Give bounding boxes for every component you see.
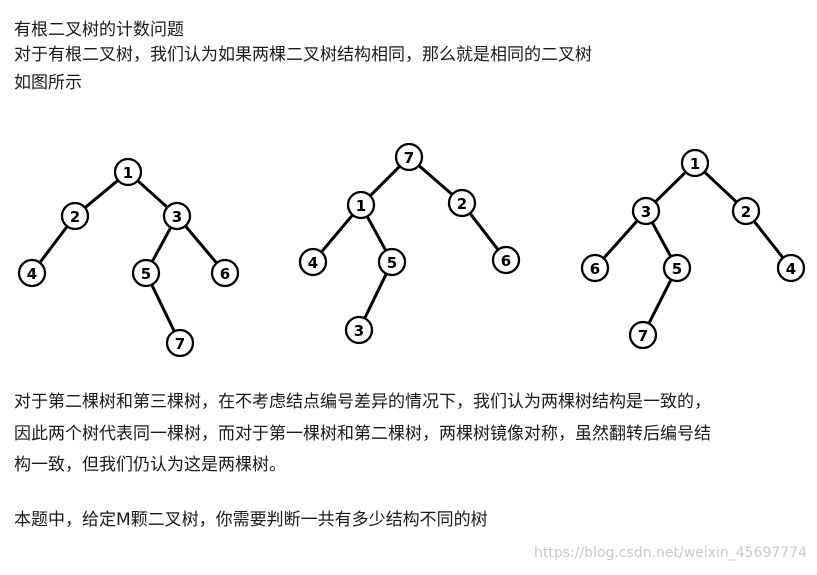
tree-node-label: 7 (638, 327, 648, 345)
tree-edge (653, 170, 688, 204)
tree-node-circle (447, 188, 477, 218)
tree-node-circle (731, 196, 761, 226)
tree-node-circle (131, 258, 161, 288)
tree-node: 3 (631, 196, 661, 226)
tree-node-label: 5 (141, 265, 151, 283)
tree-edge (647, 278, 673, 325)
tree-node: 2 (447, 188, 477, 218)
tree-edge (136, 179, 169, 209)
explanation-line-3: 构一致，但我们仍认为这是两棵树。 (14, 455, 286, 475)
tree-node-circle (394, 142, 424, 172)
tree-node-circle (60, 201, 90, 231)
tree-node-circle (631, 196, 661, 226)
tree-diagram-1: 1 2 3 4 5 6 7 (17, 157, 240, 358)
tree-node: 4 (298, 247, 328, 277)
tree-edge (417, 164, 454, 196)
tree-node-label: 6 (590, 260, 600, 278)
tree-node: 5 (662, 253, 692, 283)
tree-node: 4 (17, 258, 47, 288)
tree-node: 7 (165, 328, 195, 358)
tree-node-label: 3 (641, 203, 651, 221)
explanation-line-2: 因此两个树代表同一棵树，而对于第一棵树和第二棵树，两棵树镜像对称，虽然翻转后编号… (14, 424, 711, 444)
tree-node: 6 (210, 258, 240, 288)
intro-line: 对于有根二叉树，我们认为如果两棵二叉树结构相同，那么就是相同的二叉树 (14, 45, 592, 65)
tree-node: 4 (776, 253, 806, 283)
tree-node-label: 2 (741, 203, 751, 221)
tree-node-circle (113, 157, 143, 187)
tree-node-circle (210, 258, 240, 288)
tree-node-circle (162, 201, 192, 231)
tree-node-label: 7 (404, 149, 414, 167)
tree-edge (83, 178, 120, 210)
tree-node: 1 (113, 157, 143, 187)
tree-edge (702, 170, 739, 204)
figure-reference-line: 如图所示 (14, 73, 82, 93)
tree-node-circle (680, 148, 710, 178)
tree-node-label: 5 (672, 260, 682, 278)
tree-edge (368, 164, 402, 198)
tree-node: 5 (131, 258, 161, 288)
tree-node-label: 2 (457, 195, 467, 213)
source-watermark: https://blog.csdn.net/weixin_45697774 (533, 545, 807, 561)
tree-node: 1 (680, 148, 710, 178)
tree-node-label: 4 (27, 265, 37, 283)
tree-node-label: 4 (308, 254, 318, 272)
tree-node-circle (344, 315, 374, 345)
tree-node: 2 (731, 196, 761, 226)
tree-node-label: 1 (123, 164, 133, 182)
tree-node-circle (17, 258, 47, 288)
tree-node-circle (580, 253, 610, 283)
tree-edge (38, 224, 69, 265)
tree-node: 7 (628, 320, 658, 350)
tree-node: 5 (377, 247, 407, 277)
tree-node: 3 (162, 201, 192, 231)
tree-node-label: 3 (354, 322, 364, 340)
tree-node-label: 6 (220, 265, 230, 283)
tree-node-circle (298, 247, 328, 277)
tree-edge (150, 283, 176, 333)
tree-node: 7 (394, 142, 424, 172)
tree-node: 6 (491, 245, 521, 275)
tree-edge (468, 211, 500, 252)
tree-node-circle (346, 190, 376, 220)
tree-node-label: 1 (690, 155, 700, 173)
tree-node-circle (377, 247, 407, 277)
tree-node-label: 7 (175, 335, 185, 353)
explanation-line-1: 对于第二棵树和第三棵树，在不考虑结点编号差异的情况下，我们认为两棵树结构是一致的… (14, 392, 711, 412)
tree-node-circle (628, 320, 658, 350)
title-line: 有根二叉树的计数问题 (14, 20, 184, 40)
tree-node-label: 5 (387, 254, 397, 272)
tree-edge (602, 219, 639, 260)
tree-node: 3 (344, 315, 374, 345)
tree-node-circle (776, 253, 806, 283)
tree-node-circle (491, 245, 521, 275)
tree-edge (650, 220, 673, 259)
tree-diagram-3: 1 3 2 6 5 4 7 (580, 148, 806, 350)
tree-node-label: 1 (356, 197, 366, 215)
tree-edge (150, 225, 173, 264)
tree-node: 6 (580, 253, 610, 283)
tree-node: 2 (60, 201, 90, 231)
tree-node-label: 6 (501, 252, 511, 270)
tree-node-circle (662, 253, 692, 283)
tree-node-label: 4 (786, 260, 796, 278)
tree-edge (752, 219, 785, 260)
tree-edge (363, 272, 388, 320)
question-line: 本题中，给定M颗二叉树，你需要判断一共有多少结构不同的树 (14, 510, 488, 530)
tree-diagram-2: 7 1 2 4 5 6 3 (298, 142, 521, 345)
tree-node-label: 2 (70, 208, 80, 226)
tree-edge (183, 224, 219, 265)
tree-edge (365, 214, 388, 253)
tree-node: 1 (346, 190, 376, 220)
tree-node-circle (165, 328, 195, 358)
tree-node-label: 3 (172, 208, 182, 226)
tree-edge (319, 213, 355, 254)
